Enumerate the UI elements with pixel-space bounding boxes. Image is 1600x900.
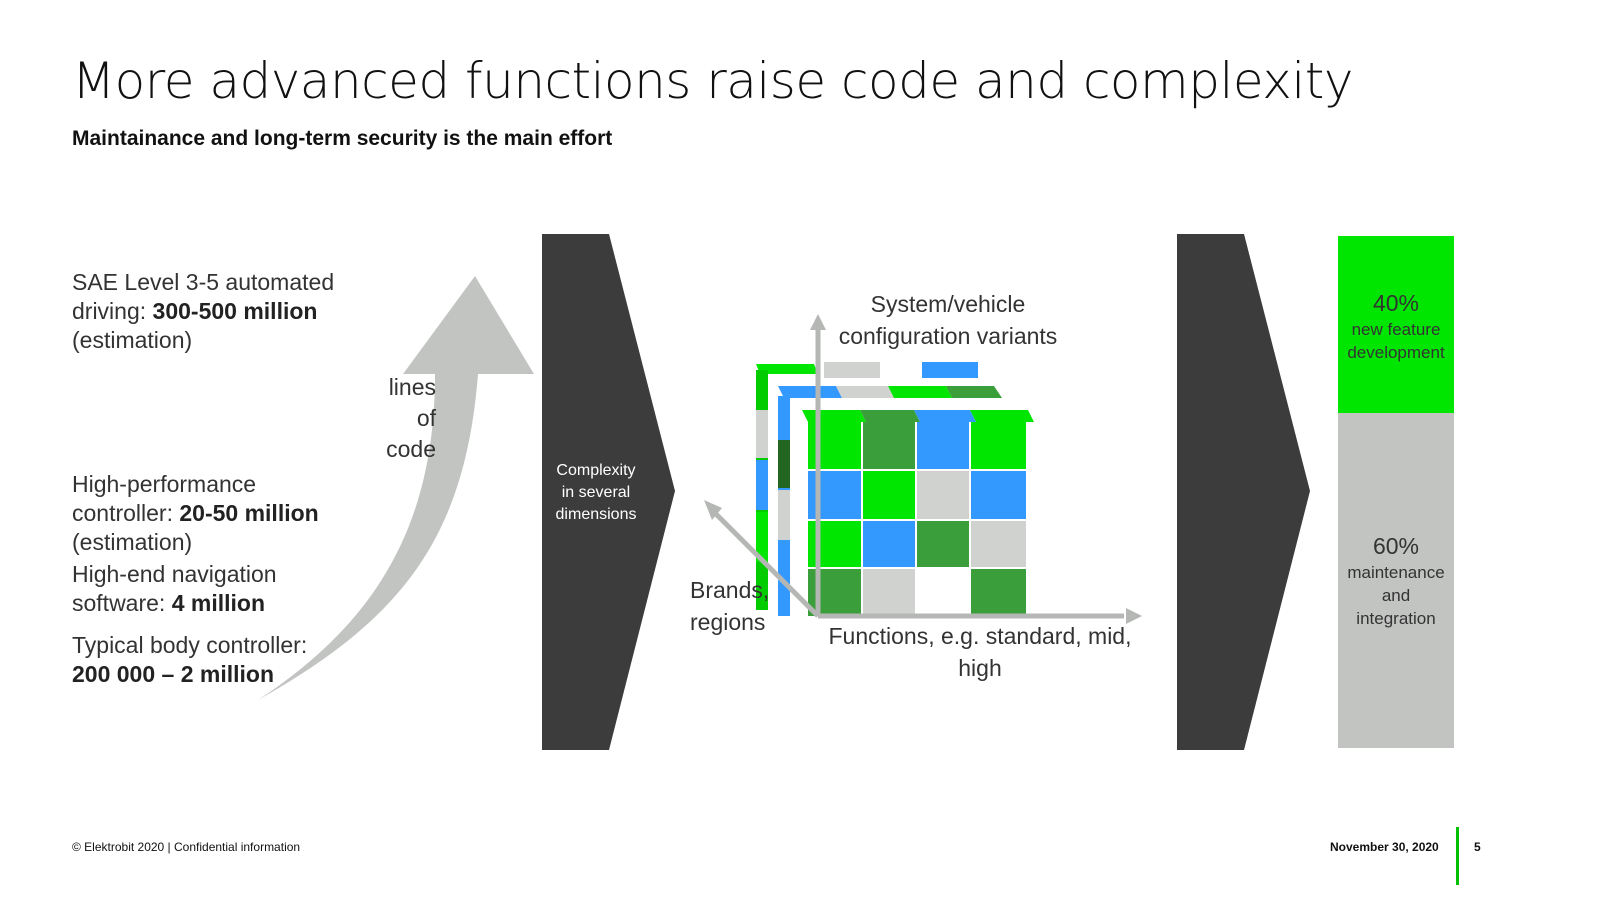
complexity-cube-diagram [704, 314, 1142, 624]
footer-divider [1456, 827, 1459, 885]
page-subtitle: Maintainance and long-term security is t… [72, 127, 613, 150]
footer-date: November 30, 2020 [1330, 840, 1439, 854]
loc-level-hpc: High-performance controller: 20-50 milli… [72, 471, 319, 555]
complexity-label: Complexity in several dimensions [555, 462, 637, 523]
loc-level-body-controller: Typical body controller:200 000 – 2 mill… [72, 632, 308, 687]
effort-bar: 40% new feature development 60% maintena… [1338, 236, 1454, 748]
page-title: More advanced functions raise code and c… [72, 52, 1353, 110]
axis-label-brands-regions: Brands, regions [690, 577, 770, 635]
complexity-chevron [542, 234, 675, 750]
effort-segment-new-features: 40% new feature development [1338, 236, 1454, 413]
lines-of-code-label: lines of code [386, 374, 436, 462]
cube-axes [710, 326, 1124, 619]
cube-back-layer [756, 364, 818, 610]
effort-chevron [1177, 234, 1310, 750]
effort-segment-maintenance: 60% maintenance and integration [1338, 413, 1454, 748]
axis-label-configuration-variants: System/vehicle configuration variants [838, 291, 1058, 349]
axis-label-functions: Functions, e.g. standard, mid, high [828, 623, 1132, 681]
page-number: 5 [1474, 840, 1481, 854]
footer-copyright: © Elektrobit 2020 | Confidential informa… [72, 840, 301, 854]
cube-front-face [808, 422, 1026, 616]
growth-arrow-icon [258, 276, 534, 700]
loc-level-navigation: High-end navigation software: 4 million [72, 561, 277, 616]
loc-level-sae: SAE Level 3-5 automated driving: 300-500… [72, 269, 335, 353]
